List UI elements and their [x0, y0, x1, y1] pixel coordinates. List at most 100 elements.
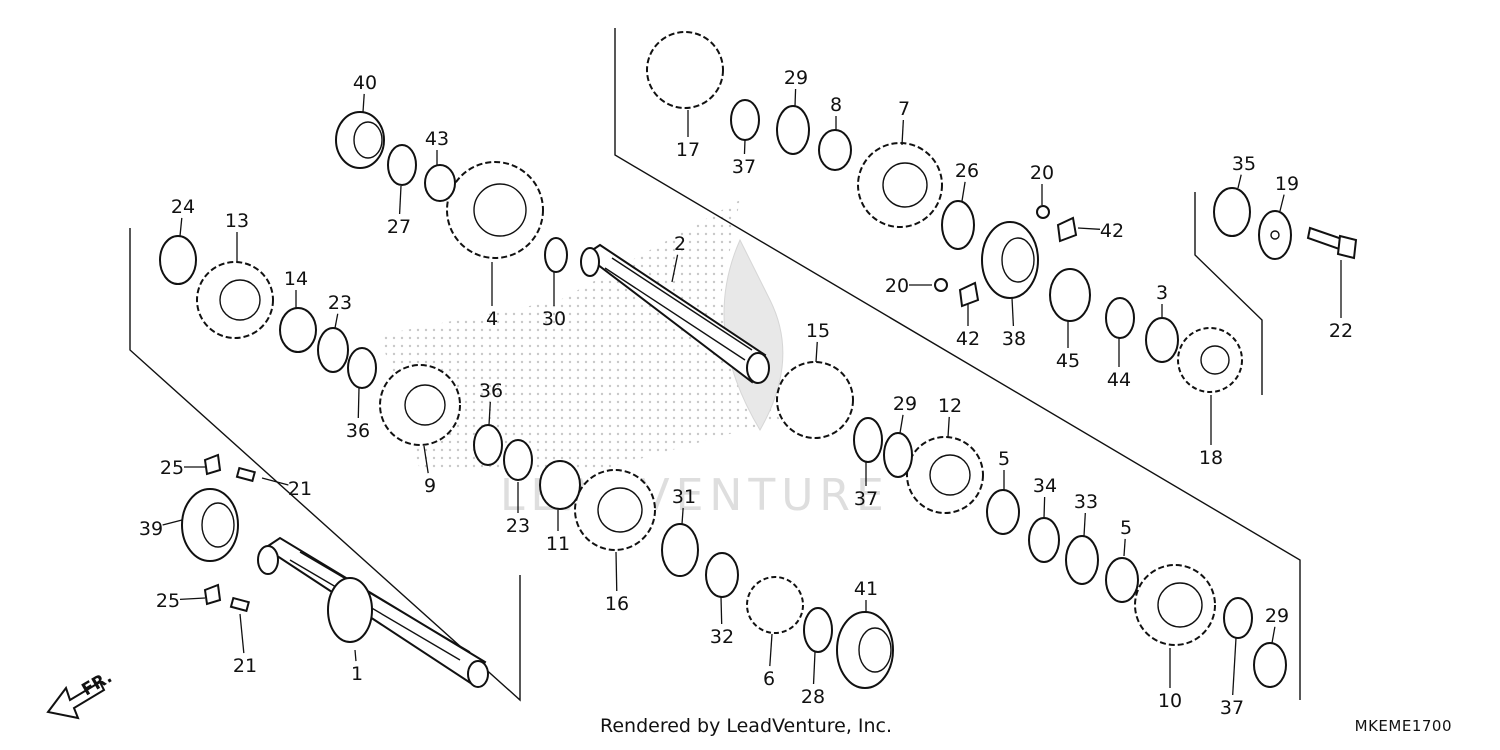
- part-callout-16: 16: [605, 593, 629, 615]
- callout-leader: [615, 551, 618, 592]
- part-callout-17: 17: [676, 139, 700, 161]
- part-callout-25: 25: [160, 457, 184, 479]
- callout-leader: [357, 387, 360, 419]
- render-credit: Rendered by LeadVenture, Inc.: [600, 715, 893, 737]
- part-callout-29: 29: [784, 67, 808, 89]
- part-callout-22: 22: [1329, 320, 1353, 342]
- callout-leader: [720, 596, 723, 625]
- part-callout-29: 29: [893, 393, 917, 415]
- part-callout-35: 35: [1232, 153, 1256, 175]
- part-callout-44: 44: [1107, 369, 1131, 391]
- hardware-parts: [203, 205, 1358, 613]
- part-callout-6: 6: [763, 668, 775, 690]
- part-callout-5: 5: [1120, 517, 1132, 539]
- part-callout-10: 10: [1158, 690, 1182, 712]
- callout-leader: [354, 649, 357, 662]
- mainshaft-1: [257, 536, 489, 688]
- part-callout-23: 23: [328, 292, 352, 314]
- part-callout-12: 12: [938, 395, 962, 417]
- callout-leader: [961, 181, 966, 202]
- callout-leader: [488, 401, 491, 426]
- part-callout-21: 21: [233, 655, 257, 677]
- part-callout-42: 42: [1100, 220, 1124, 242]
- part-callout-19: 19: [1275, 173, 1299, 195]
- part-callout-9: 9: [424, 475, 436, 497]
- callout-leader: [901, 119, 905, 146]
- part-callout-2: 2: [674, 233, 686, 255]
- part-callout-23: 23: [506, 515, 530, 537]
- part-callout-40: 40: [353, 72, 377, 94]
- callout-leader: [239, 613, 245, 654]
- part-callout-8: 8: [830, 94, 842, 116]
- part-callout-33: 33: [1074, 491, 1098, 513]
- callout-leader: [743, 139, 746, 155]
- part-callout-37: 37: [732, 156, 756, 178]
- callout-leader: [261, 477, 289, 486]
- part-callout-20: 20: [885, 275, 909, 297]
- callout-leader: [179, 217, 183, 237]
- callout-leader: [362, 93, 365, 113]
- part-callout-34: 34: [1033, 475, 1057, 497]
- part-callout-28: 28: [801, 686, 825, 708]
- callout-leader: [1271, 626, 1276, 644]
- part-callout-37: 37: [854, 488, 878, 510]
- callout-leader: [162, 519, 183, 526]
- part-callout-13: 13: [225, 210, 249, 232]
- part-callout-26: 26: [955, 160, 979, 182]
- part-callout-24: 24: [171, 196, 195, 218]
- part-callout-32: 32: [710, 626, 734, 648]
- bearing-parts: [181, 111, 1039, 689]
- callout-leader: [1123, 538, 1126, 557]
- part-callout-45: 45: [1056, 350, 1080, 372]
- part-callout-11: 11: [546, 533, 570, 555]
- callout-leader: [1011, 297, 1015, 327]
- part-callout-27: 27: [387, 216, 411, 238]
- callout-leader: [899, 414, 904, 434]
- part-callout-15: 15: [806, 320, 830, 342]
- part-callout-41: 41: [854, 578, 878, 600]
- callout-leader: [423, 445, 429, 474]
- part-callout-29: 29: [1265, 605, 1289, 627]
- watermark-logo: LEADVENTURE: [380, 200, 884, 521]
- callout-leader: [179, 597, 206, 601]
- callout-leader: [794, 88, 797, 107]
- callout-leader: [815, 341, 818, 363]
- part-callout-25: 25: [156, 590, 180, 612]
- diagram-code: MKEME1700: [1354, 717, 1452, 735]
- part-callout-30: 30: [542, 308, 566, 330]
- part-callout-1: 1: [351, 663, 363, 685]
- part-callout-38: 38: [1002, 328, 1026, 350]
- part-callout-21: 21: [288, 478, 312, 500]
- callout-labels: 1234556789101112131415161718192020212122…: [139, 67, 1353, 719]
- part-callout-7: 7: [898, 98, 910, 120]
- callout-leader: [1237, 174, 1242, 189]
- gear-parts: [196, 31, 1243, 646]
- part-callout-20: 20: [1030, 162, 1054, 184]
- front-direction-arrow-icon: FR.: [46, 667, 116, 720]
- part-callout-4: 4: [486, 308, 498, 330]
- part-callout-43: 43: [425, 128, 449, 150]
- part-callout-42: 42: [956, 328, 980, 350]
- part-callout-5: 5: [998, 448, 1010, 470]
- part-callout-14: 14: [284, 268, 308, 290]
- callout-leader: [1279, 194, 1285, 212]
- part-callout-3: 3: [1156, 282, 1168, 304]
- callout-leader: [947, 416, 950, 438]
- callout-leader: [671, 254, 679, 283]
- callout-leader: [769, 633, 773, 667]
- part-callout-18: 18: [1199, 447, 1223, 469]
- callout-leader: [1232, 637, 1237, 696]
- callout-leaders: [162, 88, 1342, 696]
- part-callout-39: 39: [139, 518, 163, 540]
- part-callout-36: 36: [346, 420, 370, 442]
- callout-leader: [334, 313, 339, 329]
- part-callout-36: 36: [479, 380, 503, 402]
- callout-leader: [398, 185, 402, 215]
- callout-leader: [681, 507, 684, 525]
- ring-parts: [159, 99, 1292, 688]
- callout-leader: [1083, 512, 1086, 537]
- callout-leader: [812, 651, 816, 685]
- countershaft-2: [580, 243, 770, 384]
- group-outlines: [129, 28, 1301, 702]
